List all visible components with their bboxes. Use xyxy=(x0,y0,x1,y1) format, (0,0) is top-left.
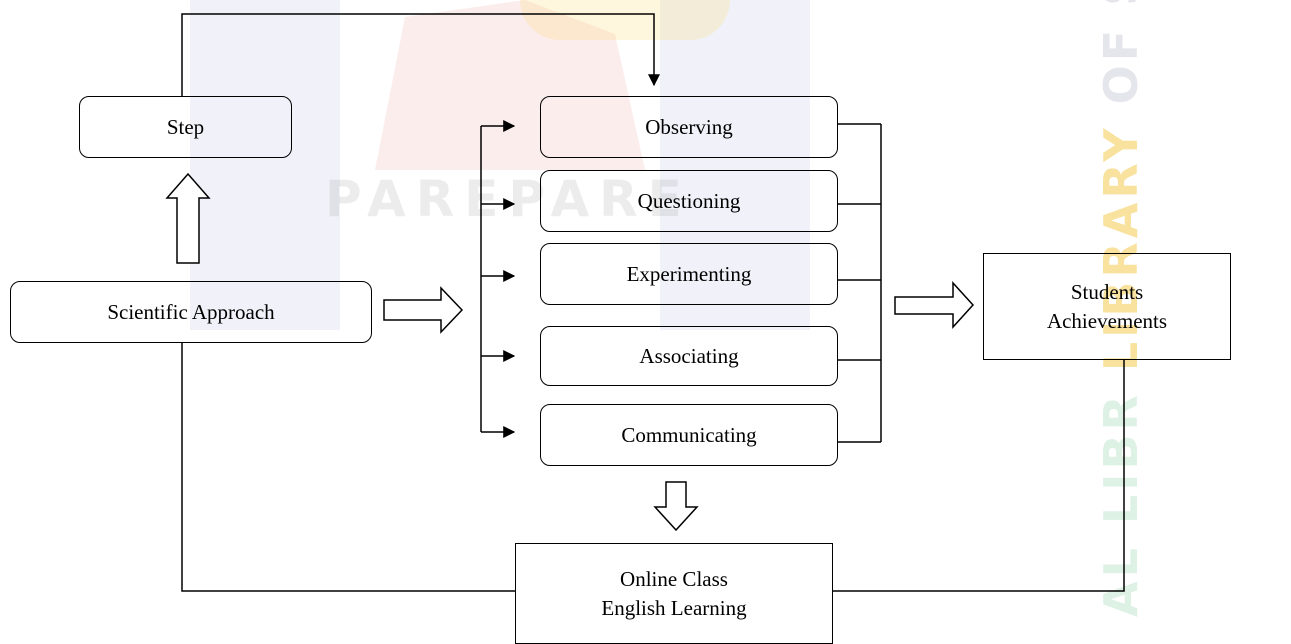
node-observing-label: Observing xyxy=(645,114,733,139)
node-associating-label: Associating xyxy=(639,343,739,368)
node-step-label: Step xyxy=(166,114,205,139)
node-questioning-label: Questioning xyxy=(637,188,741,213)
node-communicating-label: Communicating xyxy=(621,422,757,447)
achievements-to-online-connector xyxy=(833,360,1125,592)
node-online-label-line1: Online Class xyxy=(620,566,728,591)
node-experimenting-label: Experimenting xyxy=(626,261,752,286)
hollow-arrow-up xyxy=(165,172,211,264)
hollow-arrow-down xyxy=(653,481,699,532)
node-scientific-approach: Scientific Approach xyxy=(10,281,372,343)
node-students-achievements: Students Achievements xyxy=(983,253,1231,360)
node-step: Step xyxy=(79,96,292,158)
node-students-label-line1: Students xyxy=(1070,279,1144,304)
hollow-arrow-right-2 xyxy=(894,281,975,329)
node-experimenting: Experimenting xyxy=(540,243,838,305)
node-online-label-line2: English Learning xyxy=(601,595,747,620)
node-scientific-approach-label: Scientific Approach xyxy=(107,299,275,324)
node-associating: Associating xyxy=(540,326,838,386)
step-to-observing-connector xyxy=(181,13,660,96)
node-questioning: Questioning xyxy=(540,170,838,232)
node-students-label-line2: Achievements xyxy=(1046,308,1168,333)
approach-to-online-connector xyxy=(181,343,515,592)
node-observing: Observing xyxy=(540,96,838,158)
node-communicating: Communicating xyxy=(540,404,838,466)
node-online-class: Online Class English Learning xyxy=(515,543,833,644)
hollow-arrow-right-1 xyxy=(383,286,464,334)
